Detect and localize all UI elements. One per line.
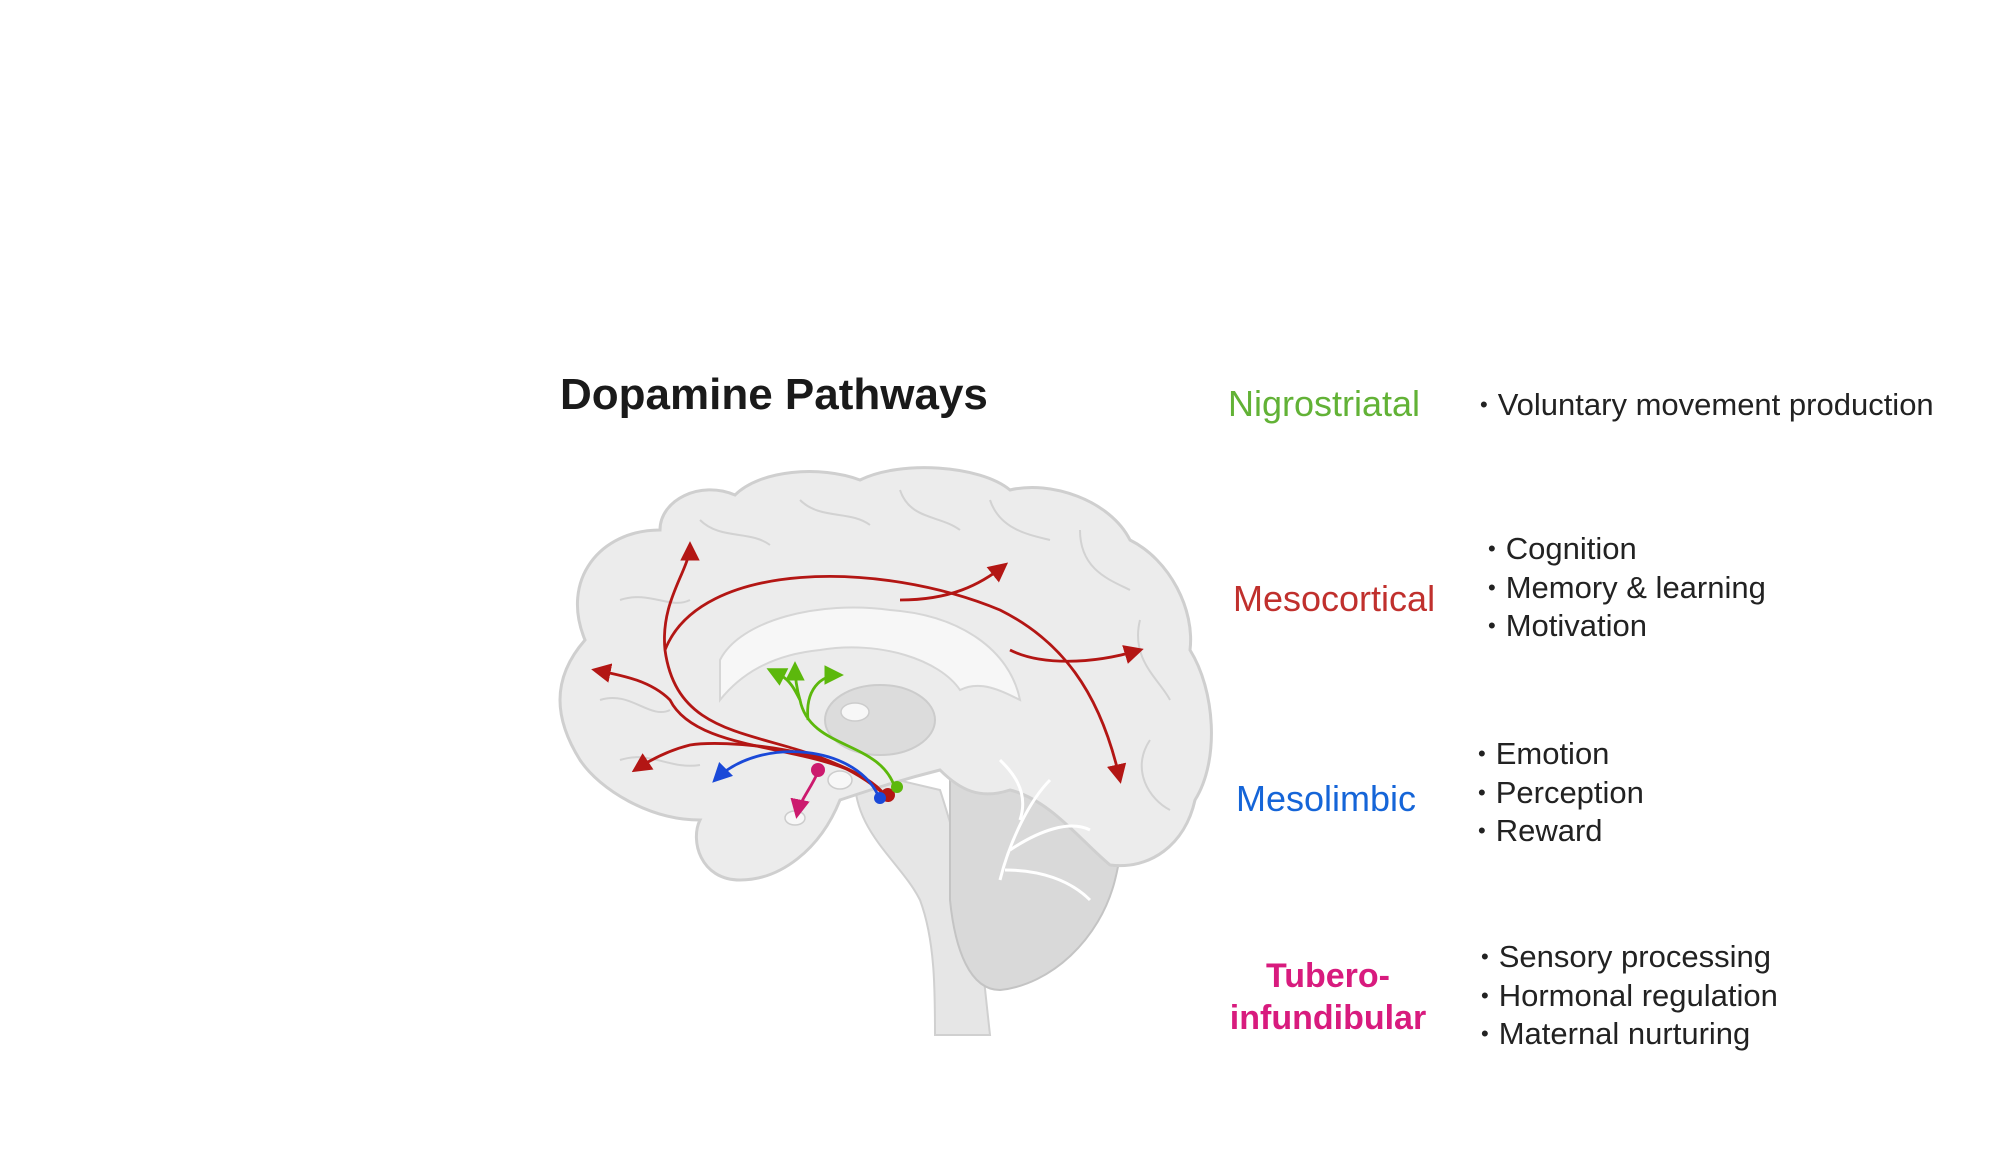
mesocortical-arrow-parietal [1009, 645, 1144, 664]
pathway-name-nigrostriatal: Nigrostriatal [1228, 383, 1421, 424]
function-item: Emotion [1478, 735, 1644, 774]
mesolimbic-functions: Emotion Perception Reward [1478, 735, 1644, 851]
pathway-name-tubero-line2: infundibular [1229, 999, 1427, 1037]
hypothalamus [827, 770, 853, 790]
tuberoinfundibular-functions: Sensory processing Hormonal regulation M… [1481, 938, 1778, 1054]
corpus-callosum [719, 606, 1022, 703]
mesocortical-arrow-orbital [631, 742, 887, 796]
function-item: Hormonal regulation [1481, 977, 1778, 1016]
mesocortical-arrows [591, 541, 1144, 797]
nigrostriatal-functions: Voluntary movement production [1480, 386, 1934, 425]
mesocortical-arrow-arc-back [663, 575, 1127, 784]
function-item: Memory & learning [1488, 569, 1766, 608]
function-item: Cognition [1488, 530, 1766, 569]
nigrostriatal-arrow-up [785, 661, 805, 701]
mesolimbic-arrow [712, 750, 882, 801]
mesocortical-functions: Cognition Memory & learning Motivation [1488, 530, 1766, 646]
gyri-lines [599, 489, 1171, 811]
function-item: Perception [1478, 774, 1644, 813]
nigrostriatal-arrows [766, 661, 897, 789]
mesocortical-arrow-top [899, 562, 1009, 602]
ventricle [840, 702, 870, 722]
pathway-name-tubero-line1: Tubero- [1265, 957, 1390, 995]
pathway-name-mesolimbic: Mesolimbic [1236, 778, 1417, 819]
nigrostriatal-arrow-right [806, 665, 844, 721]
pathway-name-tuberoinfundibular: Tubero- infundibular [1228, 955, 1428, 1039]
arcuate-magenta-dot [811, 763, 825, 777]
figure-title: Dopamine Pathways [560, 370, 988, 419]
vta-blue-dot [874, 792, 886, 804]
function-item: Voluntary movement production [1480, 386, 1934, 425]
pathway-name-mesocortical: Mesocortical [1233, 578, 1436, 619]
substantia-nigra-green-dot [891, 781, 903, 793]
function-item: Motivation [1488, 607, 1766, 646]
function-item: Reward [1478, 812, 1644, 851]
pituitary [784, 810, 806, 826]
function-item: Sensory processing [1481, 938, 1778, 977]
function-item: Maternal nurturing [1481, 1015, 1778, 1054]
thalamus [824, 684, 936, 756]
arbor-vitae [998, 758, 1092, 902]
brain-sagittal-illustration [558, 466, 1213, 1036]
